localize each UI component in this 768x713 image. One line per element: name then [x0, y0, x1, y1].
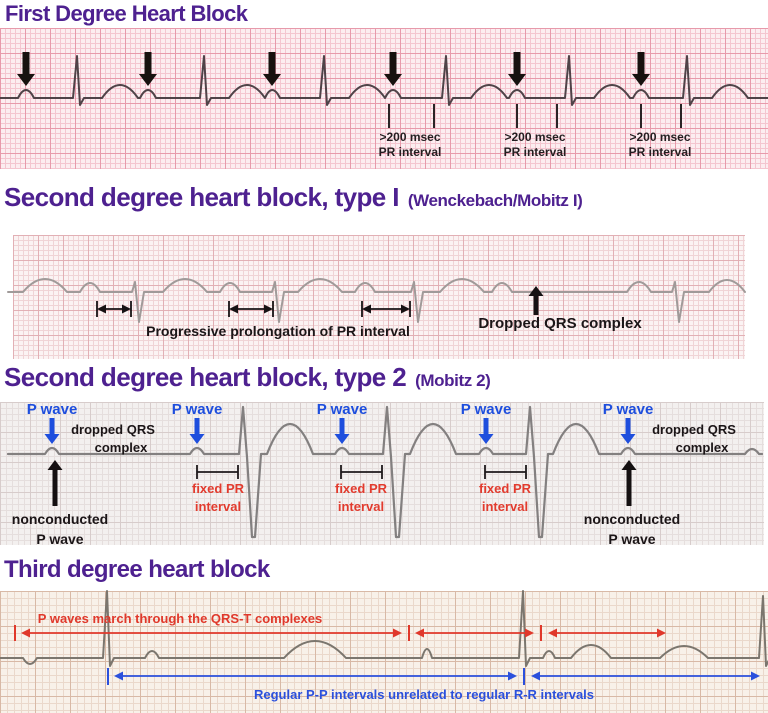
arrowhead-right [525, 628, 534, 638]
arrowhead-left [531, 671, 540, 681]
down-arrow [334, 418, 350, 444]
section-third-degree: Third degree heart block P waves march t… [0, 552, 768, 713]
down-arrow [620, 418, 636, 444]
ecg-grid-paper [13, 235, 745, 359]
down-arrow [508, 52, 526, 86]
ecg-trace [6, 405, 764, 539]
arrowhead-left [114, 671, 123, 681]
section-title-third-degree: Third degree heart block [4, 556, 270, 583]
ecg-grid-paper [0, 28, 768, 169]
ecg-overlay: Progressive prolongation of PR interval D… [7, 278, 746, 339]
arrowhead-left [97, 304, 106, 314]
annotation-label: Dropped QRS complex [478, 315, 642, 332]
section-second-degree-type-2: Second degree heart block, type 2 (Mobit… [0, 359, 768, 552]
ecg-overlay: P waves march through the QRS-T complexe… [0, 590, 768, 702]
down-arrow [632, 52, 650, 86]
annotation-label: complex [95, 440, 149, 455]
arrowhead-right [264, 304, 273, 314]
annotation-label: PR interval [379, 145, 442, 159]
section-header-first-degree: First Degree Heart Block [0, 0, 768, 28]
up-arrow [528, 286, 544, 315]
annotation-label: interval [195, 499, 241, 514]
section-subtitle-type-1: (Wenckebach/Mobitz I) [407, 191, 583, 210]
annotation-label: PR interval [504, 145, 567, 159]
annotation-label: dropped QRS [71, 422, 155, 437]
annotation-label: P wave [608, 531, 655, 547]
annotation-label: fixed PR [192, 481, 245, 496]
annotation-label: P wave [603, 402, 654, 418]
arrowhead-right [122, 304, 131, 314]
down-arrow [384, 52, 402, 86]
annotation-label: P wave [461, 402, 512, 418]
section-subtitle-type-2: (Mobitz 2) [415, 371, 491, 390]
ecg-strip-third-degree: P waves march through the QRS-T complexe… [0, 589, 768, 713]
annotation-label: P waves march through the QRS-T complexe… [38, 611, 322, 626]
arrowhead-left [415, 628, 424, 638]
annotation-label: fixed PR [335, 481, 388, 496]
annotation-label: complex [676, 440, 730, 455]
down-arrow [17, 52, 35, 86]
section-title-type-2: Second degree heart block, type 2 [4, 362, 407, 392]
ecg-trace [0, 55, 768, 106]
section-title-first-degree: First Degree Heart Block [5, 1, 248, 26]
down-arrow [139, 52, 157, 86]
up-arrow [47, 460, 63, 506]
section-second-degree-type-1: Second degree heart block, type I (Wenck… [0, 169, 768, 359]
section-header-type-1: Second degree heart block, type I (Wenck… [0, 169, 768, 229]
down-arrow [44, 418, 60, 444]
annotation-label: >200 msec [504, 130, 565, 144]
annotation-label: P wave [36, 531, 83, 547]
ecg-trace [7, 278, 746, 323]
down-arrow [263, 52, 281, 86]
annotation-label: P wave [172, 402, 223, 418]
annotation-label: interval [338, 499, 384, 514]
annotation-label: >200 msec [629, 130, 690, 144]
arrowhead-left [362, 304, 371, 314]
section-header-third-degree: Third degree heart block [0, 552, 768, 589]
annotation-label: fixed PR [479, 481, 532, 496]
annotation-label: nonconducted [12, 511, 108, 527]
annotation-label: Regular P-P intervals unrelated to regul… [254, 687, 594, 702]
ecg-trace [0, 590, 768, 667]
arrowhead-left [548, 628, 557, 638]
arrowhead-right [401, 304, 410, 314]
arrowhead-left [21, 628, 30, 638]
annotation-label: >200 msec [379, 130, 440, 144]
down-arrow [478, 418, 494, 444]
arrowhead-right [657, 628, 666, 638]
down-arrow [189, 418, 205, 444]
arrowhead-right [508, 671, 517, 681]
section-title-type-1: Second degree heart block, type I [4, 182, 399, 212]
annotation-label: PR interval [629, 145, 692, 159]
annotation-label: interval [482, 499, 528, 514]
annotation-label: nonconducted [584, 511, 680, 527]
up-arrow [621, 460, 637, 506]
ecg-overlay: P wave P wave P wave P wave P wave dropped QR… [6, 402, 764, 547]
arrowhead-right [751, 671, 760, 681]
ecg-strip-type-2: P wave P wave P wave P wave P wave dropped QR… [0, 402, 768, 552]
annotation-label: dropped QRS [652, 422, 736, 437]
arrowhead-right [393, 628, 402, 638]
ecg-strip-type-1: Progressive prolongation of PR interval D… [0, 229, 768, 359]
annotation-label: P wave [27, 402, 78, 418]
annotation-label: Progressive prolongation of PR interval [146, 323, 410, 339]
annotation-label: P wave [317, 402, 368, 418]
arrowhead-left [229, 304, 238, 314]
section-header-type-2: Second degree heart block, type 2 (Mobit… [0, 359, 768, 402]
